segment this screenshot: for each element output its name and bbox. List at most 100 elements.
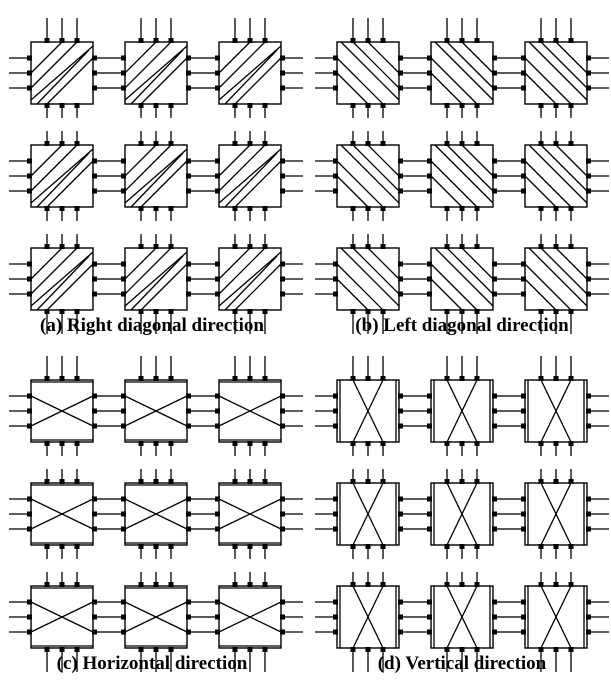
terminal-pin [568,441,574,446]
terminal-pin [380,103,386,108]
terminal-pin [74,376,80,381]
terminal-pin [168,38,174,43]
terminal-pin [459,582,465,587]
terminal-pin [215,85,220,91]
terminal-pin [492,261,497,267]
terminal-pin [92,614,97,620]
terminal-pin [262,309,268,314]
terminal-pin [492,423,497,429]
terminal-pin [521,173,526,179]
terminal-pin [365,141,371,146]
terminal-pin [365,244,371,249]
terminal-pin [538,206,544,211]
routing-line [234,57,282,105]
terminal-pin [186,629,191,635]
terminal-pin [27,511,32,517]
terminal-pin [232,544,238,549]
panel-left-diagonal [315,18,609,334]
routing-line [434,144,494,204]
terminal-pin [153,544,159,549]
terminal-pin [59,544,65,549]
routing-line [218,247,266,295]
switch-box-outline [430,247,494,311]
terminal-pin [350,206,356,211]
terminal-pin [492,291,497,297]
terminal-pin [521,408,526,414]
terminal-pin [427,276,432,282]
terminal-pin [474,647,480,652]
terminal-pin [380,206,386,211]
terminal-pin [398,276,403,282]
panel-horizontal [9,356,303,672]
switch-box-r0-c1 [109,356,203,456]
terminal-pin [59,376,65,381]
terminal-pin [59,441,65,446]
terminal-pin [553,206,559,211]
terminal-pin [247,441,253,446]
routing-line [124,247,157,280]
terminal-pin [444,206,450,211]
switch-box-r2-c2 [509,234,609,334]
terminal-pin [121,276,126,282]
terminal-pin [586,423,591,429]
terminal-pin [333,393,338,399]
terminal-pin [186,173,191,179]
terminal-pin [350,141,356,146]
terminal-pin [553,582,559,587]
terminal-pin [398,629,403,635]
terminal-pin [262,582,268,587]
terminal-pin [427,526,432,532]
terminal-pin [232,647,238,652]
terminal-pin [262,441,268,446]
terminal-pin [333,423,338,429]
terminal-pin [247,38,253,43]
routing-line [528,41,588,101]
terminal-pin [280,393,285,399]
routing-line [124,148,188,204]
routing-line [218,395,282,427]
terminal-pin [568,38,574,43]
switch-box-r2-c0 [315,572,415,672]
terminal-pin [27,629,32,635]
routing-line [434,247,494,307]
terminal-pin [168,141,174,146]
terminal-pin [92,599,97,605]
terminal-pin [138,544,144,549]
routing-line [446,379,478,443]
routing-line [30,395,94,427]
terminal-pin [538,309,544,314]
terminal-pin [350,582,356,587]
terminal-pin [262,647,268,652]
terminal-pin [232,206,238,211]
routing-line [540,247,588,295]
terminal-pin [215,526,220,532]
routing-line [540,379,572,443]
terminal-pin [153,244,159,249]
switch-box-r0-c2 [509,18,609,118]
terminal-pin [350,309,356,314]
routing-line [30,144,78,192]
terminal-pin [444,103,450,108]
routing-line [218,601,282,633]
routing-line [124,395,188,427]
switch-box-r2-c0 [9,572,109,672]
terminal-pin [27,614,32,620]
routing-line [224,49,278,105]
terminal-pin [333,614,338,620]
terminal-pin [586,55,591,61]
terminal-pin [186,291,191,297]
terminal-pin [280,276,285,282]
terminal-pin [121,526,126,532]
switch-box-r1-c1 [109,131,203,221]
terminal-pin [365,38,371,43]
switch-box-outline [336,247,400,311]
terminal-pin [247,244,253,249]
terminal-pin [247,376,253,381]
terminal-pin [538,103,544,108]
terminal-pin [586,408,591,414]
terminal-pin [474,441,480,446]
terminal-pin [444,647,450,652]
routing-line [524,175,557,208]
routing-line [367,247,400,280]
